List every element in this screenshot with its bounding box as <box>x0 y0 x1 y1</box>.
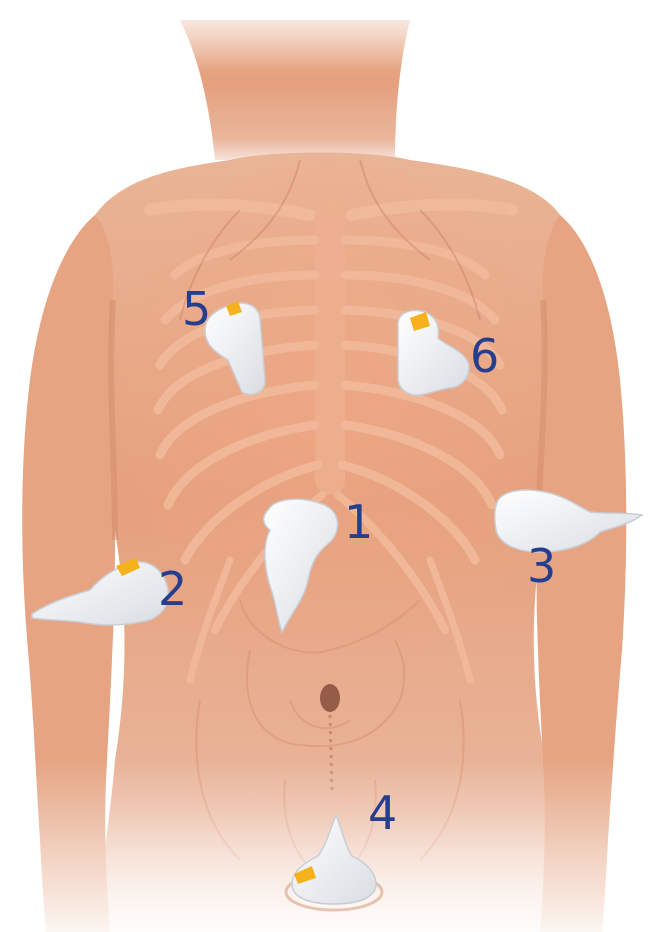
probe-label-4: 4 <box>368 790 397 836</box>
probe-label-3: 3 <box>527 543 556 589</box>
probe-label-5: 5 <box>182 286 211 332</box>
navel <box>320 684 340 712</box>
probe-label-1: 1 <box>344 499 373 545</box>
probe-label-2: 2 <box>158 566 187 612</box>
probe-label-6: 6 <box>470 333 499 379</box>
